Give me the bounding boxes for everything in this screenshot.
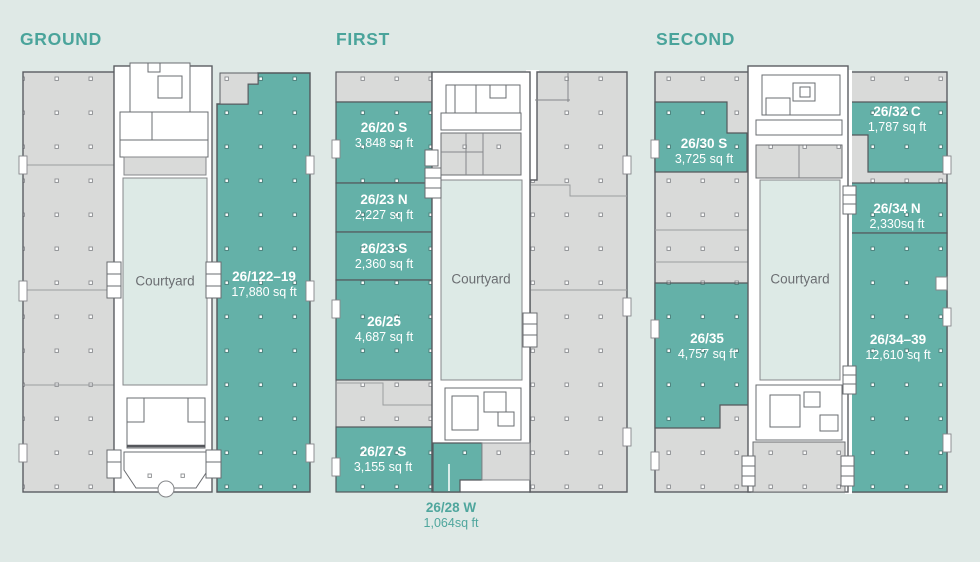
unit-id: 26/27 S xyxy=(359,443,407,459)
unit-label-26-35: 26/35 4,757 sq ft xyxy=(678,331,736,363)
unit-id: 26/122–19 xyxy=(232,268,296,284)
plan-title-second: SECOND xyxy=(656,29,736,49)
courtyard-label-second: Courtyard xyxy=(770,271,830,287)
unit-id: 26/34–39 xyxy=(869,331,927,347)
unit-area: 3,848 sq ft xyxy=(354,136,414,151)
unit-area: 17,880 sq ft xyxy=(231,285,297,300)
unit-region-26-20-s xyxy=(335,101,433,184)
unit-area: 1,064sq ft xyxy=(423,516,479,531)
unit-label-26-34-39: 26/34–39 12,610 sq ft xyxy=(865,332,930,364)
ground-courtyard xyxy=(122,177,208,386)
first-gray-band xyxy=(335,379,433,428)
unit-label-26-20-s: 26/20 S 3,848 sq ft xyxy=(355,120,413,152)
unit-region-26-30-s xyxy=(654,101,748,173)
first-courtyard xyxy=(440,179,523,381)
plan-title-first: FIRST xyxy=(336,29,391,49)
unit-area: 12,610 sq ft xyxy=(865,348,931,363)
unit-region-26-23-n xyxy=(335,182,433,233)
unit-area: 2,330sq ft xyxy=(869,217,925,232)
ground-top-gray-notch xyxy=(219,72,259,105)
unit-area: 2,227 sq ft xyxy=(354,208,414,223)
plan-ground xyxy=(18,62,315,498)
unit-area: 4,687 sq ft xyxy=(354,330,414,345)
plan-title-ground: GROUND xyxy=(20,29,102,49)
unit-label-26-23-s: 26/23 S 2,360 sq ft xyxy=(355,241,413,273)
unit-label-26-30-s: 26/30 S 3,725 sq ft xyxy=(675,136,733,168)
unit-label-26-34-n: 26/34 N 2,330sq ft xyxy=(870,201,925,233)
unit-area: 2,360 sq ft xyxy=(354,257,414,272)
unit-id: 26/35 xyxy=(690,330,724,346)
ground-entrance-arch xyxy=(157,480,175,498)
unit-label-26-25: 26/25 4,687 sq ft xyxy=(355,314,413,346)
unit-id: 26/20 S xyxy=(360,119,408,135)
unit-id: 26/28 W xyxy=(425,499,477,515)
unit-area: 3,725 sq ft xyxy=(674,152,734,167)
unit-label-26-23-n: 26/23 N 2,227 sq ft xyxy=(355,192,413,224)
unit-id: 26/30 S xyxy=(680,135,728,151)
second-bottom-gray-band xyxy=(752,441,846,493)
courtyard-label-first: Courtyard xyxy=(451,271,511,287)
unit-label-26-28-w: 26/28 W 1,064sq ft xyxy=(424,500,479,532)
first-top-gray-strip xyxy=(335,71,433,103)
unit-area: 3,155 sq ft xyxy=(353,460,413,475)
unit-region-26-23-s xyxy=(335,231,433,281)
unit-region-26-34-39 xyxy=(849,232,948,493)
unit-id: 26/23 N xyxy=(360,191,408,207)
first-right-wing xyxy=(529,71,628,493)
unit-id: 26/25 xyxy=(367,313,401,329)
unit-area: 4,757 sq ft xyxy=(677,347,737,362)
plan-second xyxy=(650,65,952,494)
unit-label-26-32-c: 26/32 C 1,787 sq ft xyxy=(868,104,926,136)
ground-left-wing xyxy=(22,71,116,493)
courtyard-label-ground: Courtyard xyxy=(135,273,195,289)
unit-label-26-27-s: 26/27 S 3,155 sq ft xyxy=(354,444,412,476)
unit-region-26-25 xyxy=(335,279,433,381)
unit-area: 1,787 sq ft xyxy=(867,120,927,135)
plan-first xyxy=(331,70,632,493)
second-courtyard xyxy=(759,179,841,381)
unit-label-26-122-19: 26/122–19 17,880 sq ft xyxy=(231,269,296,301)
unit-id: 26/23 S xyxy=(360,240,408,256)
unit-id: 26/32 C xyxy=(873,103,921,119)
unit-id: 26/34 N xyxy=(873,200,921,216)
